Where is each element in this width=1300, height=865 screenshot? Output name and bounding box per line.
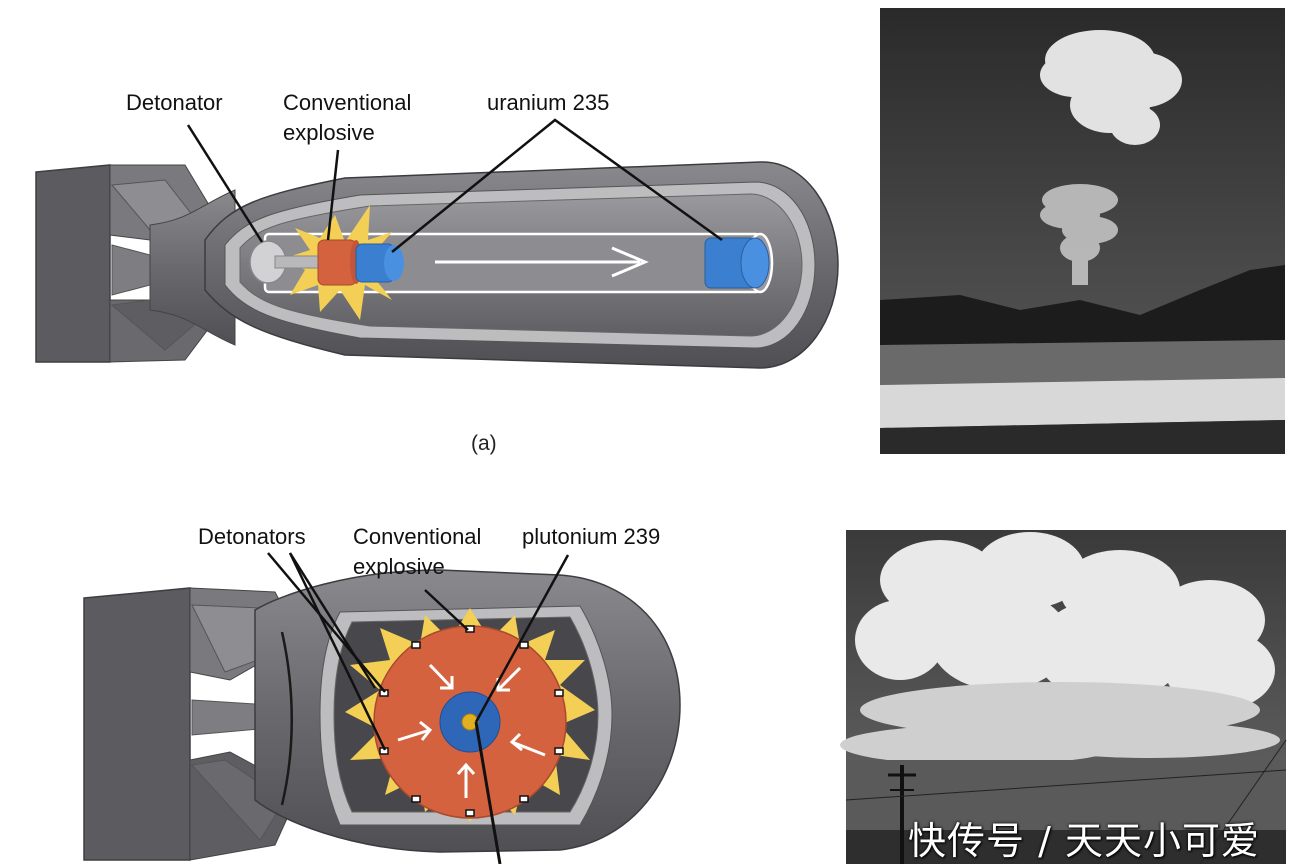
- tail-fin-box-b: [83, 587, 191, 861]
- photo-mushroom-cloud-nagasaki: [840, 530, 1287, 864]
- watermark: 快传号 / 天天小可爱: [908, 819, 1260, 863]
- initiator: [461, 713, 479, 731]
- implosion-arrows: [397, 663, 546, 798]
- tail-fin-box: [35, 164, 111, 363]
- caption-a: (a): [471, 432, 497, 455]
- label-plutonium-239: plutonium 239: [522, 524, 661, 549]
- label-detonators: Detonators: [198, 524, 306, 549]
- implosion-bomb: [83, 552, 681, 864]
- photo-mushroom-cloud-hiroshima: [880, 8, 1285, 454]
- label-detonator: Detonator: [126, 90, 223, 115]
- label-uranium-235: uranium 235: [487, 90, 610, 115]
- gun-type-bomb: [35, 118, 839, 369]
- label-conventional-explosive-a: Conventional explosive: [283, 90, 412, 145]
- label-conventional-explosive-b: Conventional explosive: [353, 524, 482, 579]
